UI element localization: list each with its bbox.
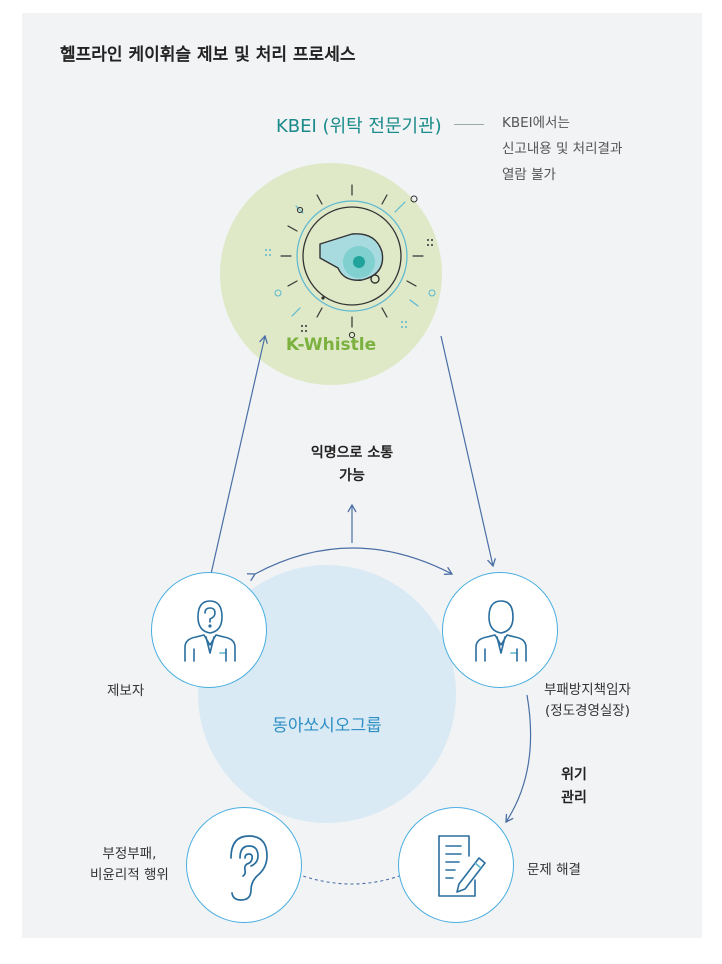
wrongdoing-node [186,807,302,923]
kbei-note: KBEI에서는 신고내용 및 처리결과 열람 불가 [502,110,622,188]
reporter-label: 제보자 [107,683,145,699]
dashed-connector [291,871,411,885]
kbei-note-line: 신고내용 및 처리결과 [502,141,623,157]
officer-label-line: (정도경영실장) [544,703,630,719]
kbei-label: KBEI (위탁 전문기관) [276,116,442,137]
document-pen-icon [438,835,486,897]
anonymous-label: 익명으로 소통 가능 [296,442,408,488]
kbei-connector-line [454,124,484,125]
resolution-label: 문제 해결 [527,862,581,878]
wrongdoing-label-line: 부정부패, [102,846,157,862]
officer-label-line: 부패방지책임자 [544,682,631,698]
person-icon [475,600,527,662]
whistle-icon [265,184,436,339]
anonymous-label-line: 익명으로 소통 [310,445,394,461]
arrow-bidirectional [246,547,454,582]
wrongdoing-label: 부정부패, 비윤리적 행위 [90,844,169,886]
diagram-title: 헬프라인 케이휘슬 제보 및 처리 프로세스 [60,45,356,65]
k-whistle-circle [220,163,442,385]
anonymous-label-line: 가능 [339,468,365,484]
arrow-forward-down [440,335,496,568]
question-person-icon [184,600,236,662]
officer-label: 부패방지책임자 (정도경영실장) [544,680,631,722]
crisis-label: 위기 관리 [554,764,594,810]
reporter-node [151,572,267,688]
resolution-node [398,807,514,923]
kbei-note-line: 열람 불가 [502,167,556,183]
group-label: 동아쏘시오그룹 [272,716,382,736]
crisis-label-line: 관리 [561,790,587,806]
arrow-crisis [505,694,532,824]
wrongdoing-label-line: 비윤리적 행위 [90,867,169,883]
ear-icon [230,835,268,901]
kbei-note-line: KBEI에서는 [502,115,570,131]
officer-node [442,572,558,688]
k-whistle-label: K-Whistle [285,335,377,355]
crisis-label-line: 위기 [561,767,587,783]
arrow-report-up [210,334,268,575]
